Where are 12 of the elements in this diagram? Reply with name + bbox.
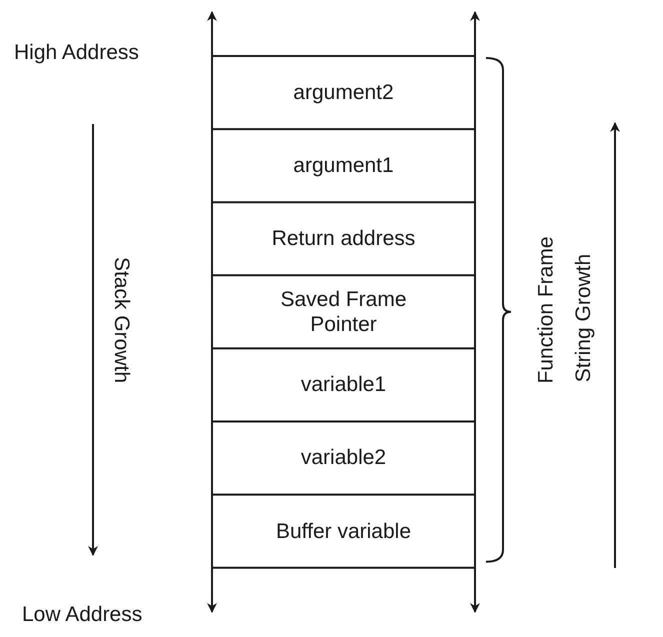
direction-label: Stack Growth [109,256,134,384]
cell-label: variable1 [300,372,386,398]
axis-label: Low Address [22,603,142,627]
cell-label: variable2 [300,445,386,471]
cell-label: Return address [272,226,416,252]
bracket-label: Function Frame [534,236,558,384]
cell-label: Buffer variable [276,518,412,544]
cell-label: Saved Frame Pointer [279,286,408,338]
cell-label: argument1 [293,153,394,178]
axis-label: High Address [14,41,139,65]
cell-label: argument2 [293,80,394,106]
direction-label: String Growth [572,254,596,382]
